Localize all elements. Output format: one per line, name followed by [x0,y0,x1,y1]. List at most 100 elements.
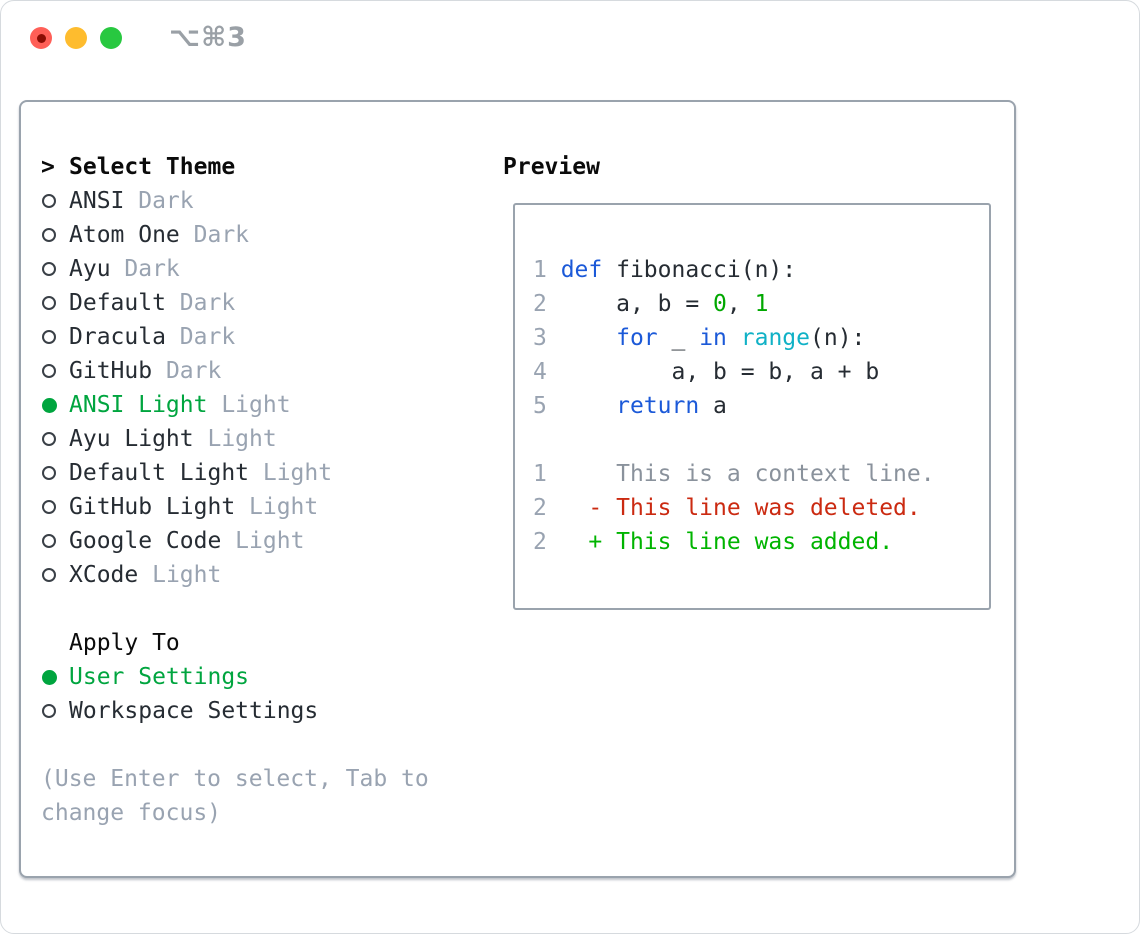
theme-name-label: Google Code [69,528,222,554]
theme-name-label: ANSI [69,188,125,214]
code-token: for [616,325,658,351]
theme-name-label: GitHub Light [69,494,236,520]
theme-name-label: ANSI Light [69,392,208,418]
help-text-line-2: change focus) [41,800,222,826]
apply-to-header: Apply To [69,630,180,656]
theme-option-github[interactable]: GitHub Dark [41,354,503,388]
preview-code-line: 2 + This line was added. [533,525,973,559]
theme-option-atom-one[interactable]: Atom One Dark [41,218,503,252]
theme-name-label: Ayu Light [69,426,194,452]
apply-option-label: User Settings [69,664,250,690]
code-token: a, b = b, a + b [560,359,880,385]
theme-name-label: Default [69,290,166,316]
code-token: in [699,325,727,351]
theme-option-default[interactable]: Default Dark [41,286,503,320]
code-token: range [740,325,810,351]
code-token: a [699,393,727,419]
code-token: 1 [754,291,769,317]
theme-variant-label: Dark [152,358,222,384]
theme-option-ansi[interactable]: ANSI Dark [41,184,503,218]
preview-column: Preview 1 def fibonacci(n):2 a, b = 0, 1… [503,150,994,876]
apply-option-label: Workspace Settings [69,698,319,724]
theme-option-dracula[interactable]: Dracula Dark [41,320,503,354]
line-number: 2 [533,291,561,317]
select-theme-header: Select Theme [69,154,236,180]
theme-variant-label: Light [249,460,333,486]
line-number: 2 [533,529,561,555]
radio-selected-icon [42,669,57,685]
theme-variant-label: Dark [124,188,194,214]
preview-code-line: 3 for _ in range(n): [533,321,973,355]
theme-variant-label: Dark [165,324,236,350]
zoom-button[interactable] [100,27,122,49]
apply-option-user-settings[interactable]: User Settings [41,660,503,694]
preview-code-line: 1 def fibonacci(n): [533,253,973,287]
theme-option-github-light[interactable]: GitHub Light Light [41,490,503,524]
preview-code-line [533,423,973,457]
radio-icon [42,534,56,548]
close-button[interactable] [30,27,52,49]
select-theme-header-row: > Select Theme [41,150,503,184]
radio-icon [42,432,56,446]
preview-code-line: 2 - This line was deleted. [533,491,973,525]
code-token: fibonacci(n): [602,257,797,283]
theme-variant-label: Light [235,494,319,520]
line-number: 1 [533,257,561,283]
theme-variant-label: Light [221,528,305,554]
spacer [41,592,503,626]
preview-code-line: 5 return a [533,389,973,423]
theme-name-label: Default Light [69,460,250,486]
preview-code-line: 1 This is a context line. [533,457,973,491]
preview-header: Preview [503,154,600,180]
radio-icon [42,568,56,582]
code-token: def [560,257,603,283]
radio-selected-icon [42,397,57,413]
theme-option-default-light[interactable]: Default Light Light [41,456,503,490]
code-token: - This line was deleted. [560,495,921,521]
radio-icon [42,262,56,276]
theme-variant-label: Light [193,426,277,452]
radio-icon [42,296,56,310]
code-token: (n): [810,325,866,351]
radio-icon [42,364,56,378]
radio-icon [42,194,56,208]
preview-code-line: 2 a, b = 0, 1 [533,287,973,321]
theme-option-google-code[interactable]: Google Code Light [41,524,503,558]
apply-option-workspace-settings[interactable]: Workspace Settings [41,694,503,728]
theme-name-label: Atom One [69,222,180,248]
line-number: 2 [533,495,561,521]
theme-variant-label: Dark [110,256,180,282]
code-token: a, b = [560,291,714,317]
traffic-lights [30,27,122,49]
line-number [533,427,561,453]
code-token [561,325,616,351]
theme-option-ayu[interactable]: Ayu Dark [41,252,503,286]
help-text-line-1: (Use Enter to select, Tab to [41,766,429,792]
focus-caret: > [41,154,55,180]
line-number: 1 [533,461,561,487]
theme-option-ayu-light[interactable]: Ayu Light Light [41,422,503,456]
code-token: This is a context line. [560,461,935,487]
radio-icon [42,466,56,480]
spacer [41,728,503,762]
line-number: 5 [533,393,561,419]
theme-option-ansi-light[interactable]: ANSI Light Light [41,388,503,422]
code-token [561,393,616,419]
preview-code-line: 4 a, b = b, a + b [533,355,973,389]
preview-header-row: Preview [503,150,994,184]
code-token: 0 [713,291,727,317]
code-token [727,325,741,351]
radio-icon [42,500,56,514]
code-token: return [616,393,700,419]
theme-option-xcode[interactable]: XCode Light [41,558,503,592]
theme-name-label: XCode [69,562,139,588]
theme-variant-label: Dark [165,290,236,316]
theme-variant-label: Light [207,392,291,418]
window-titlebar: ⌥⌘3 [1,1,1139,75]
minimize-button[interactable] [65,27,87,49]
